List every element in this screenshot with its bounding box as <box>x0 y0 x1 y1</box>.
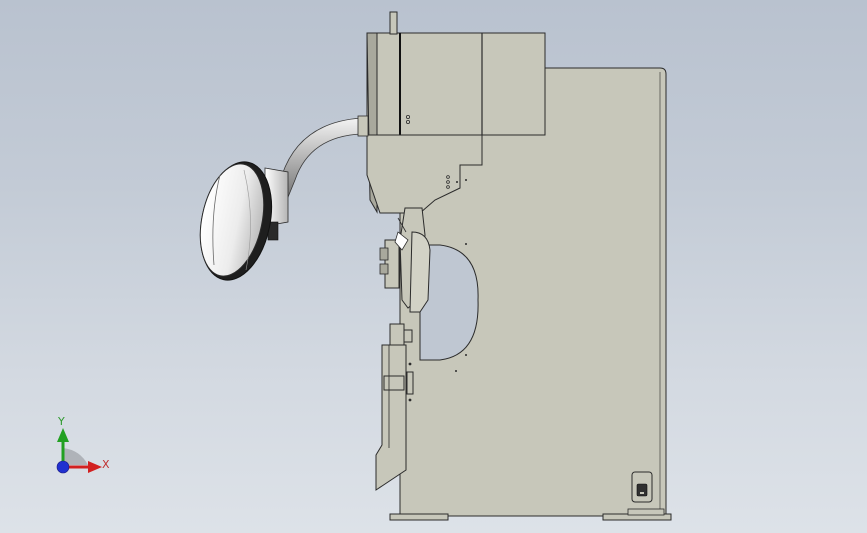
upper-punch-tool[interactable] <box>379 207 431 313</box>
orientation-triad[interactable]: Y X <box>40 410 130 490</box>
x-axis-arrowhead <box>88 461 102 473</box>
x-axis-label: X <box>102 458 110 471</box>
triad-xy-plane <box>63 448 88 465</box>
upper-head-block[interactable] <box>366 11 546 214</box>
y-axis-arrowhead <box>57 428 69 442</box>
z-axis-point <box>56 460 70 474</box>
power-socket[interactable] <box>631 471 653 503</box>
y-axis-label: Y <box>58 415 65 428</box>
lower-die-bed[interactable] <box>375 243 467 491</box>
work-lamp[interactable] <box>190 155 289 287</box>
